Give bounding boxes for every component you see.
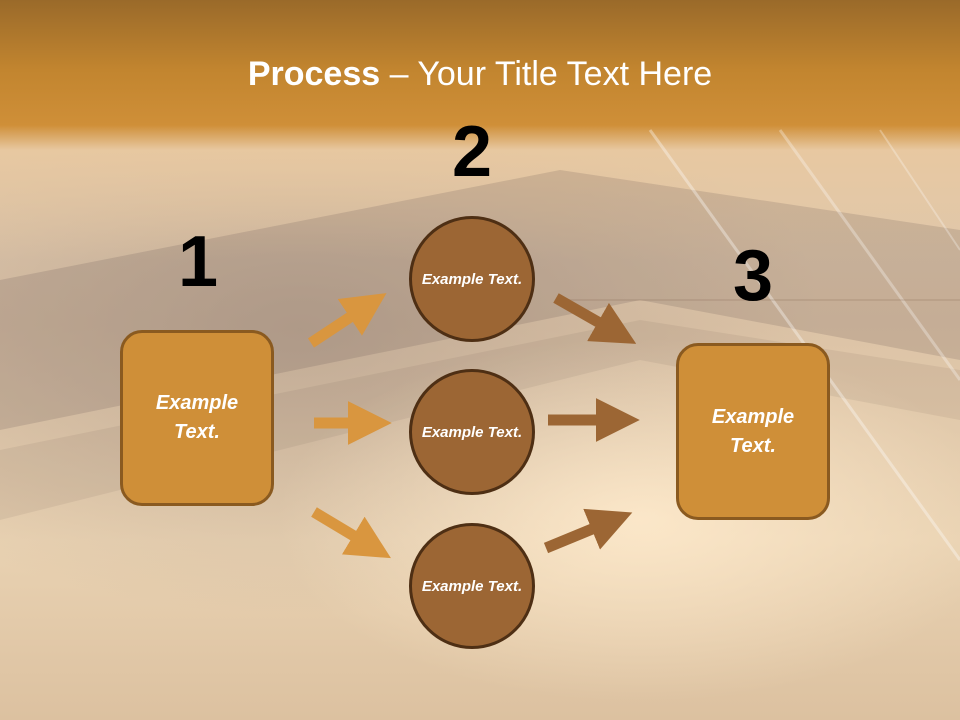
step-number-2: 2 [451, 112, 493, 192]
node-circle-top: Example Text. [409, 216, 535, 342]
node-circle-bottom-label: Example Text. [421, 577, 523, 595]
arrow-box1-to-circle-top [307, 293, 387, 348]
title-rest: – Your Title Text Here [380, 55, 713, 93]
node-circle-bottom: Example Text. [409, 523, 535, 649]
step-box-1-label: Example Text. [155, 392, 239, 443]
arrow-box1-to-circle-bottom [311, 507, 391, 559]
step-number-1: 1 [177, 222, 219, 302]
step-box-3: Example Text. [676, 343, 830, 520]
node-circle-top-label: Example Text. [421, 270, 523, 288]
title-bold: Process [247, 55, 381, 93]
slide-title: Process – Your Title Text Here [0, 52, 960, 96]
node-circle-middle-label: Example Text. [421, 423, 523, 441]
node-circle-middle: Example Text. [409, 369, 535, 495]
step-number-3: 3 [732, 236, 774, 316]
arrow-circle-top-to-box3 [553, 293, 637, 344]
step-box-1: Example Text. [120, 330, 274, 506]
arrow-circle-bottom-to-box3 [543, 508, 633, 554]
step-box-3-label: Example Text. [711, 405, 795, 457]
